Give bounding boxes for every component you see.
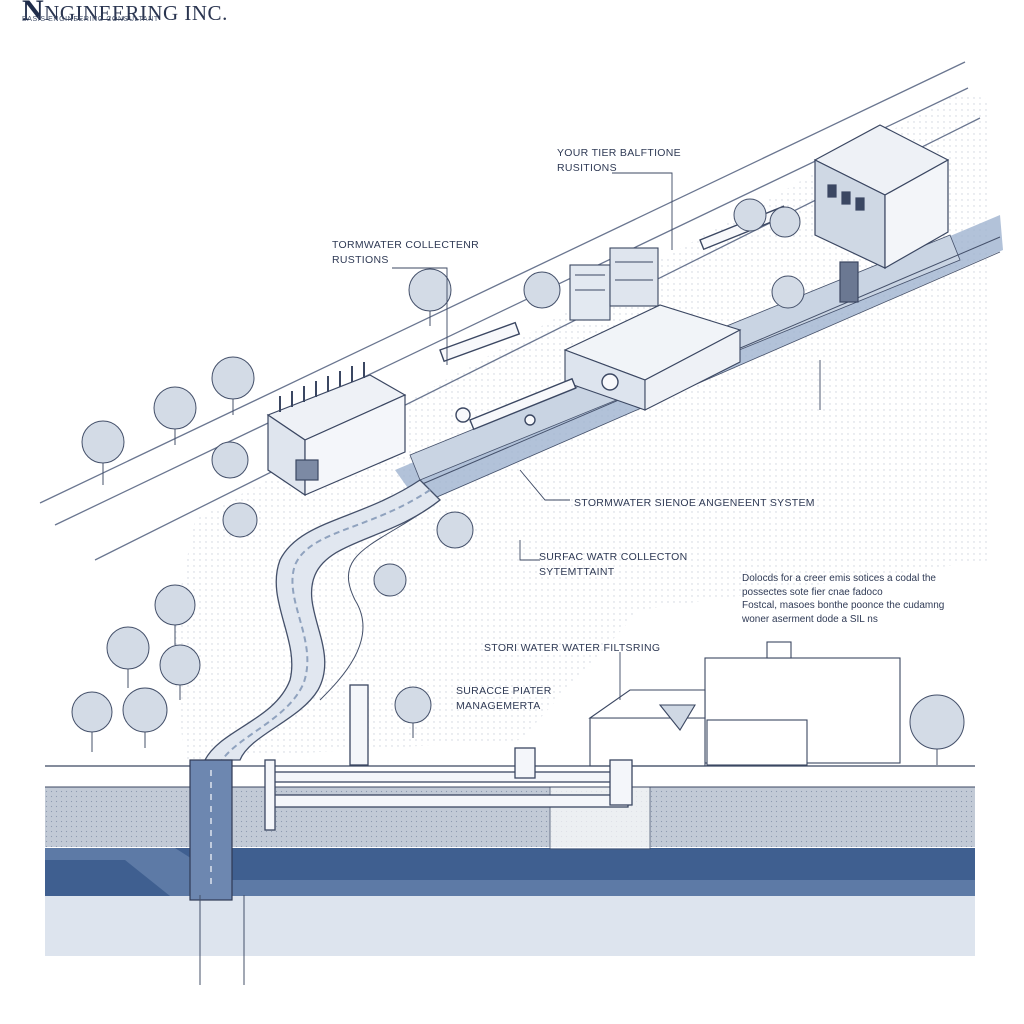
treatment-plant-building: [813, 124, 950, 303]
firm-tagline: BASIS ENGINEERING CONSULTANT: [22, 16, 159, 23]
trees: [71, 198, 965, 765]
outfall-channel: [189, 759, 245, 985]
description-note: Dolocds for a creer emis sotices a codal…: [742, 573, 945, 625]
firm-name: NNGINEERING INC.: [22, 0, 228, 27]
underground-pipes: [264, 684, 633, 831]
leader-lines: [392, 172, 821, 700]
label-storm-water-filtering: STORI WATER WATER FILTSRING: [484, 642, 661, 654]
label-management-system: STORMWATER SIENOE ANGENEENT SYSTEM: [574, 497, 815, 509]
filtering-building: [588, 641, 901, 767]
pump-station-building: [266, 362, 407, 497]
